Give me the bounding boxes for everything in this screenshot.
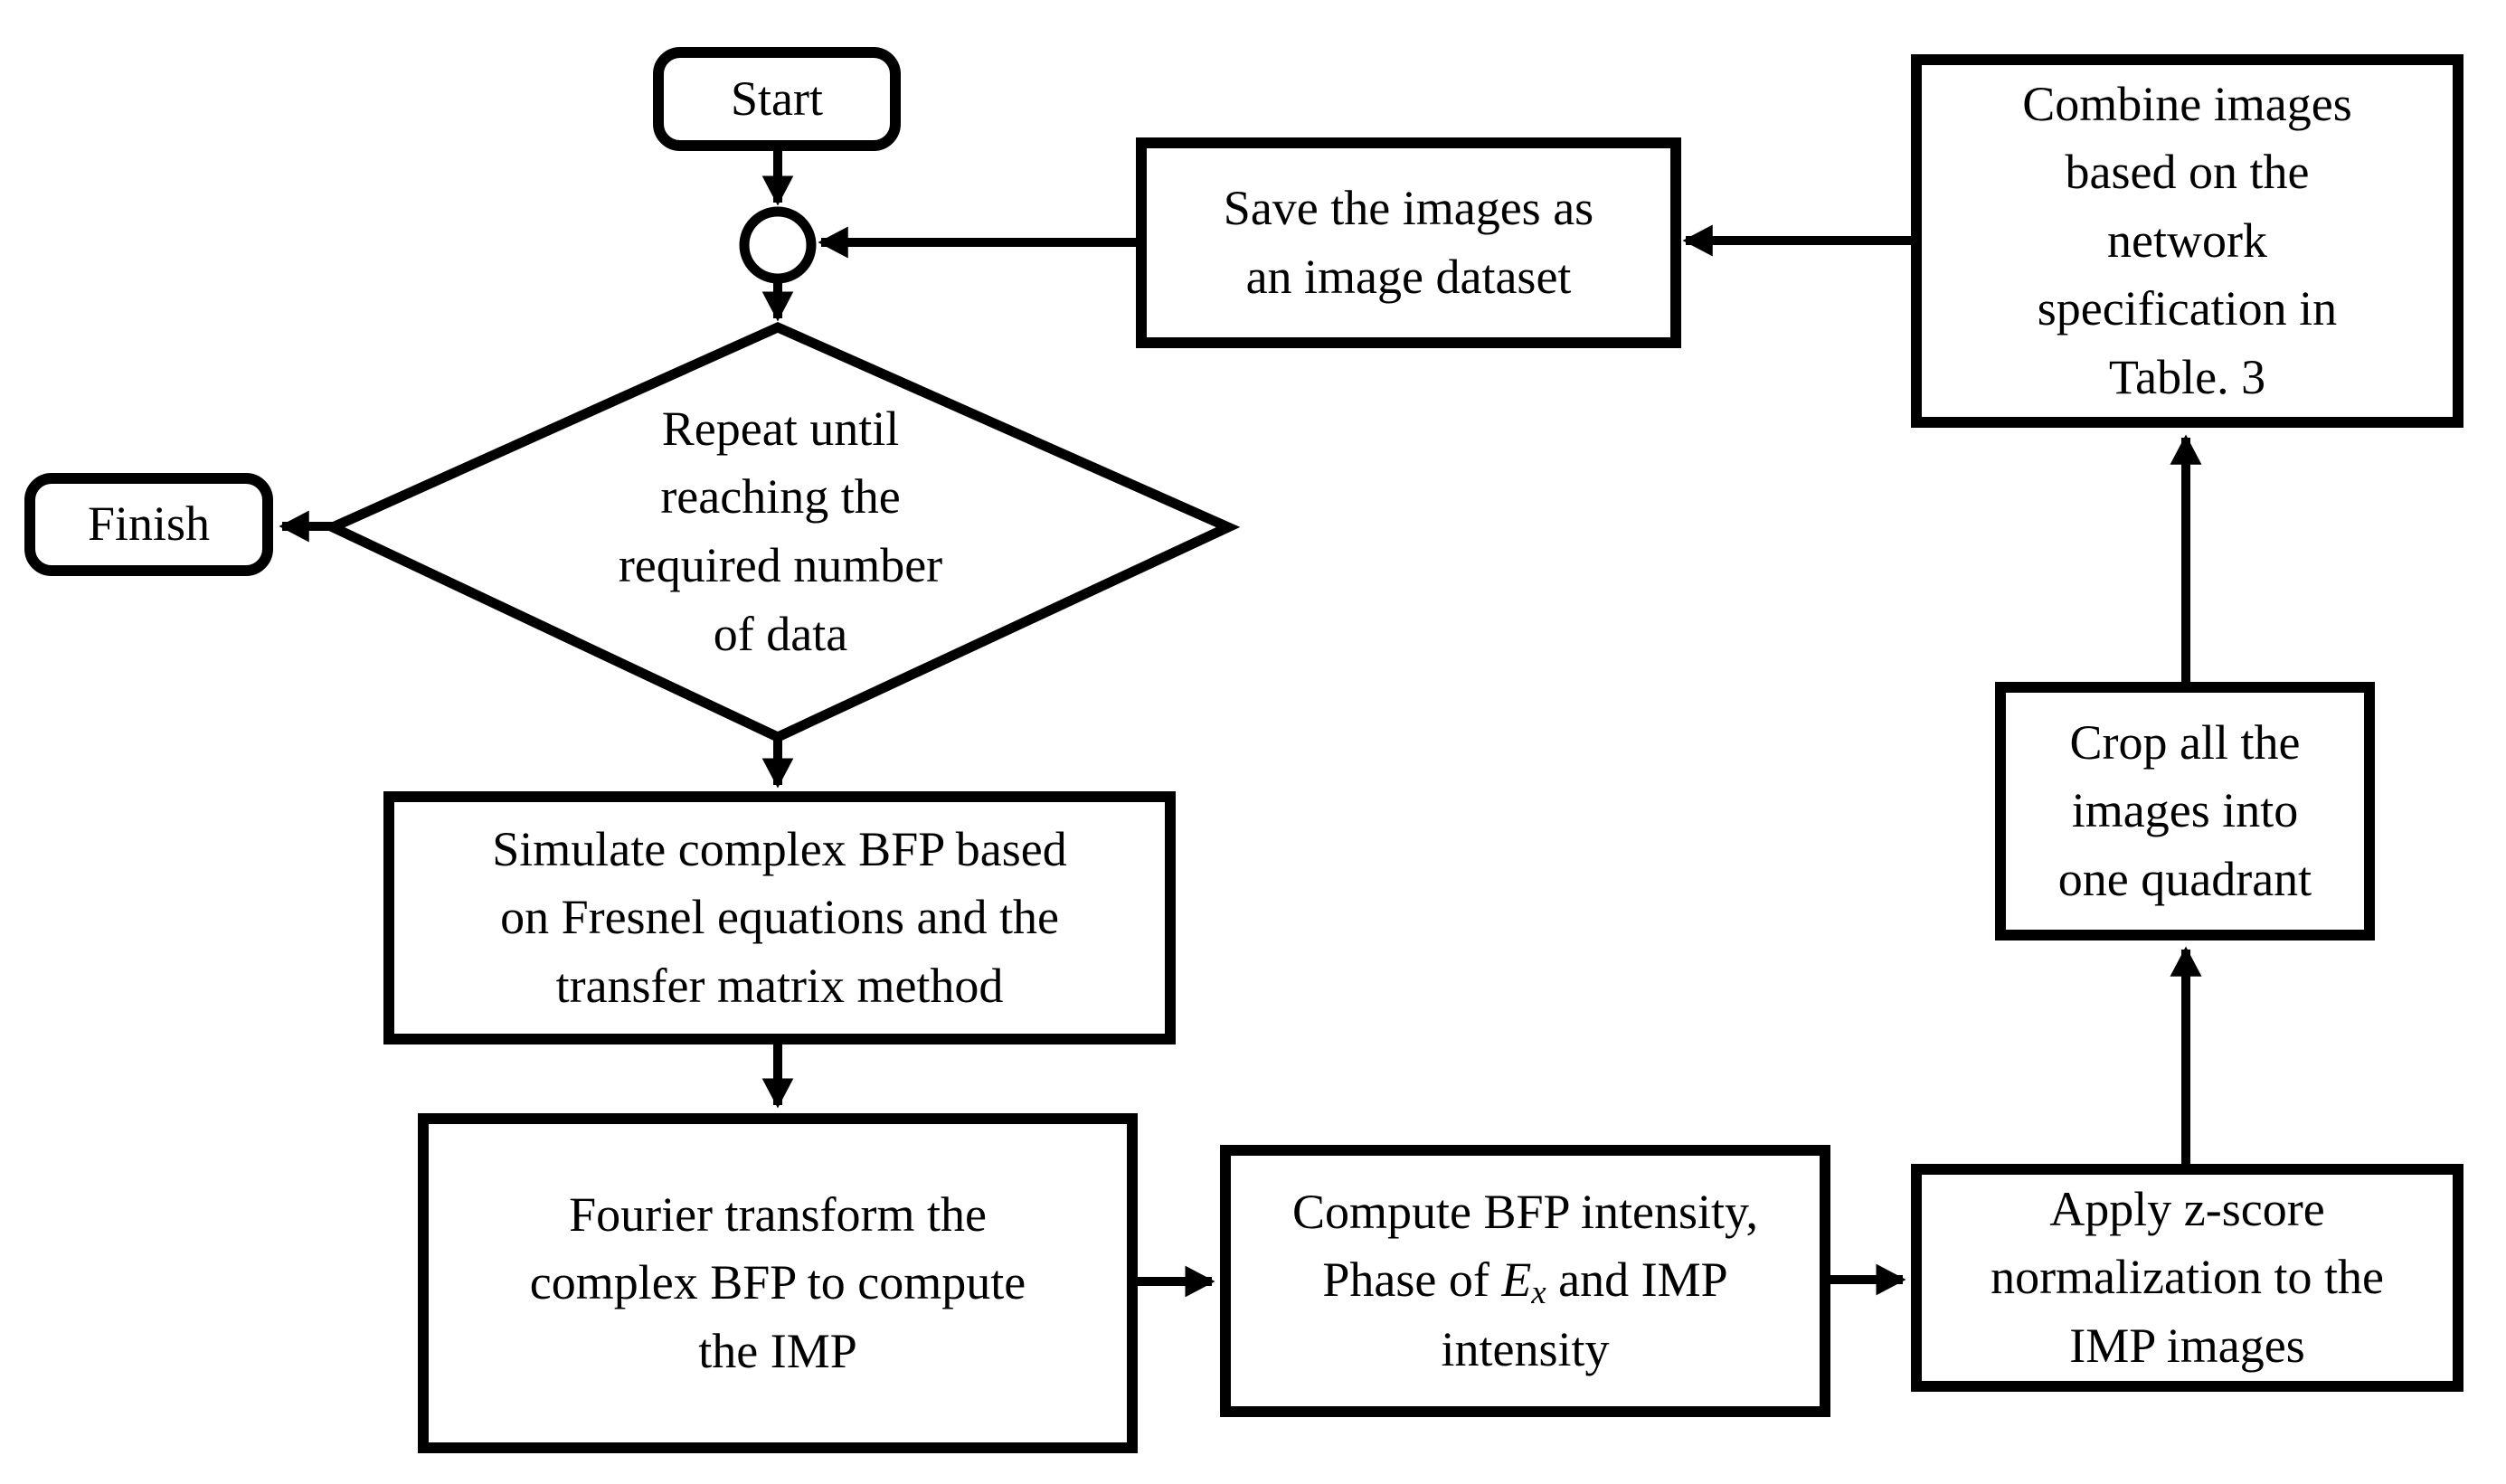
crop-quadrant-label-line: images into bbox=[2071, 783, 2299, 838]
combine-images-label-line: based on the bbox=[2065, 145, 2310, 200]
decision-label-line: reaching the bbox=[660, 469, 901, 525]
zscore-label-line: normalization to the bbox=[1991, 1250, 2384, 1305]
save-dataset-label-line: an image dataset bbox=[1245, 249, 1572, 304]
decision-label-line: Repeat until bbox=[661, 401, 900, 456]
compute-intensity-label-line: Phase of Ex and IMP bbox=[1322, 1246, 1727, 1315]
simulate-bfp-label-line: transfer matrix method bbox=[555, 958, 1004, 1013]
combine-images-node: Combine images based on the network spec… bbox=[1911, 54, 2463, 428]
finish-node: Finish bbox=[24, 473, 273, 576]
fourier-transform-label-line: complex BFP to compute bbox=[529, 1255, 1026, 1310]
decision-label-line: required number bbox=[618, 538, 943, 592]
save-dataset-label-line: Save the images as bbox=[1223, 180, 1594, 235]
combine-images-label-line: network bbox=[2107, 213, 2267, 268]
electric-field-subscript: x bbox=[1531, 1273, 1546, 1311]
combine-images-label-line: Table. 3 bbox=[2108, 349, 2266, 404]
crop-quadrant-label-line: one quadrant bbox=[2057, 851, 2312, 906]
compute-intensity-label-line: Compute BFP intensity, bbox=[1291, 1184, 1759, 1239]
fourier-transform-node: Fourier transform the complex BFP to com… bbox=[418, 1113, 1138, 1453]
zscore-normalization-node: Apply z-score normalization to the IMP i… bbox=[1911, 1164, 2463, 1392]
decision-label: Repeat until reaching the required numbe… bbox=[509, 395, 1052, 668]
junction-circle bbox=[739, 206, 817, 284]
decision-label-line: of data bbox=[713, 606, 848, 661]
zscore-label-line: Apply z-score bbox=[2049, 1181, 2325, 1236]
electric-field-symbol: E bbox=[1501, 1252, 1532, 1308]
zscore-label-line: IMP images bbox=[2069, 1318, 2305, 1373]
compute-intensity-label-line: intensity bbox=[1441, 1321, 1610, 1376]
compute-intensity-line2-pre: Phase of bbox=[1322, 1252, 1502, 1308]
start-node: Start bbox=[653, 47, 901, 151]
crop-quadrant-node: Crop all the images into one quadrant bbox=[1995, 682, 2375, 940]
simulate-bfp-label-line: on Fresnel equations and the bbox=[500, 890, 1059, 945]
simulate-bfp-label-line: Simulate complex BFP based bbox=[492, 821, 1067, 876]
save-dataset-node: Save the images as an image dataset bbox=[1136, 137, 1681, 348]
start-label: Start bbox=[731, 71, 823, 126]
simulate-bfp-node: Simulate complex BFP based on Fresnel eq… bbox=[383, 791, 1176, 1044]
fourier-transform-label-line: the IMP bbox=[698, 1323, 857, 1378]
compute-intensity-node: Compute BFP intensity, Phase of Ex and I… bbox=[1220, 1145, 1830, 1417]
fourier-transform-label-line: Fourier transform the bbox=[569, 1186, 987, 1242]
crop-quadrant-label-line: Crop all the bbox=[2069, 714, 2301, 770]
finish-label: Finish bbox=[87, 496, 211, 552]
compute-intensity-line2-post: and IMP bbox=[1546, 1252, 1728, 1308]
combine-images-label-line: Combine images bbox=[2022, 76, 2352, 131]
combine-images-label-line: specification in bbox=[2037, 281, 2338, 336]
